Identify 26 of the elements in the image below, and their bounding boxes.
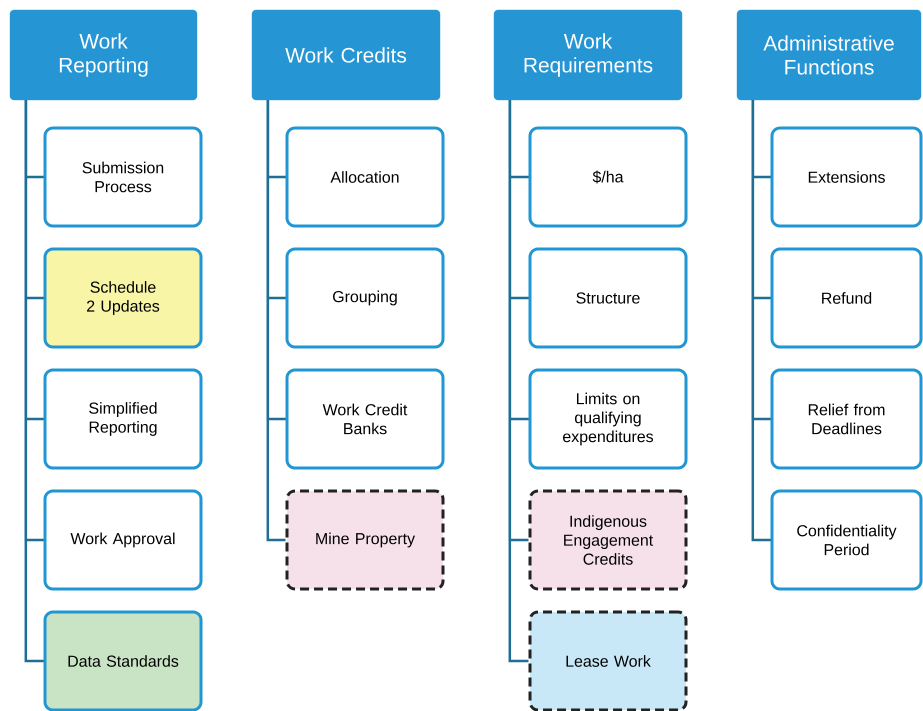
topic-box: Data Standards <box>44 610 202 711</box>
topic-box: Limits on qualifying expenditures <box>528 368 688 470</box>
topic-box: Schedule 2 Updates <box>44 247 202 348</box>
category-header: Administrative Functions <box>736 10 922 100</box>
topic-box: Grouping <box>286 247 444 348</box>
topic-box: Indigenous Engagement Credits <box>528 489 688 590</box>
topic-box: Structure <box>528 247 688 348</box>
topic-box: Refund <box>770 247 922 348</box>
category-header: Work Requirements <box>494 10 682 100</box>
topic-box: $/ha <box>528 126 688 228</box>
topic-box: Mine Property <box>286 489 444 590</box>
topic-box: Work Credit Banks <box>286 368 444 470</box>
topic-box: Allocation <box>286 126 444 228</box>
connector-line <box>752 100 770 542</box>
connector-line <box>266 100 286 542</box>
topic-box: Lease Work <box>528 610 688 711</box>
topic-box: Work Approval <box>44 489 202 590</box>
topic-box: Simplified Reporting <box>44 368 202 470</box>
topic-box: Extensions <box>770 126 922 228</box>
topic-box: Relief from Deadlines <box>770 368 922 470</box>
topic-box: Submission Process <box>44 126 202 228</box>
connector-line <box>24 100 44 662</box>
topic-box: Confidentiality Period <box>770 489 922 590</box>
connector-line <box>508 100 528 662</box>
category-header: Work Credits <box>252 10 440 100</box>
category-header: Work Reporting <box>10 10 198 100</box>
